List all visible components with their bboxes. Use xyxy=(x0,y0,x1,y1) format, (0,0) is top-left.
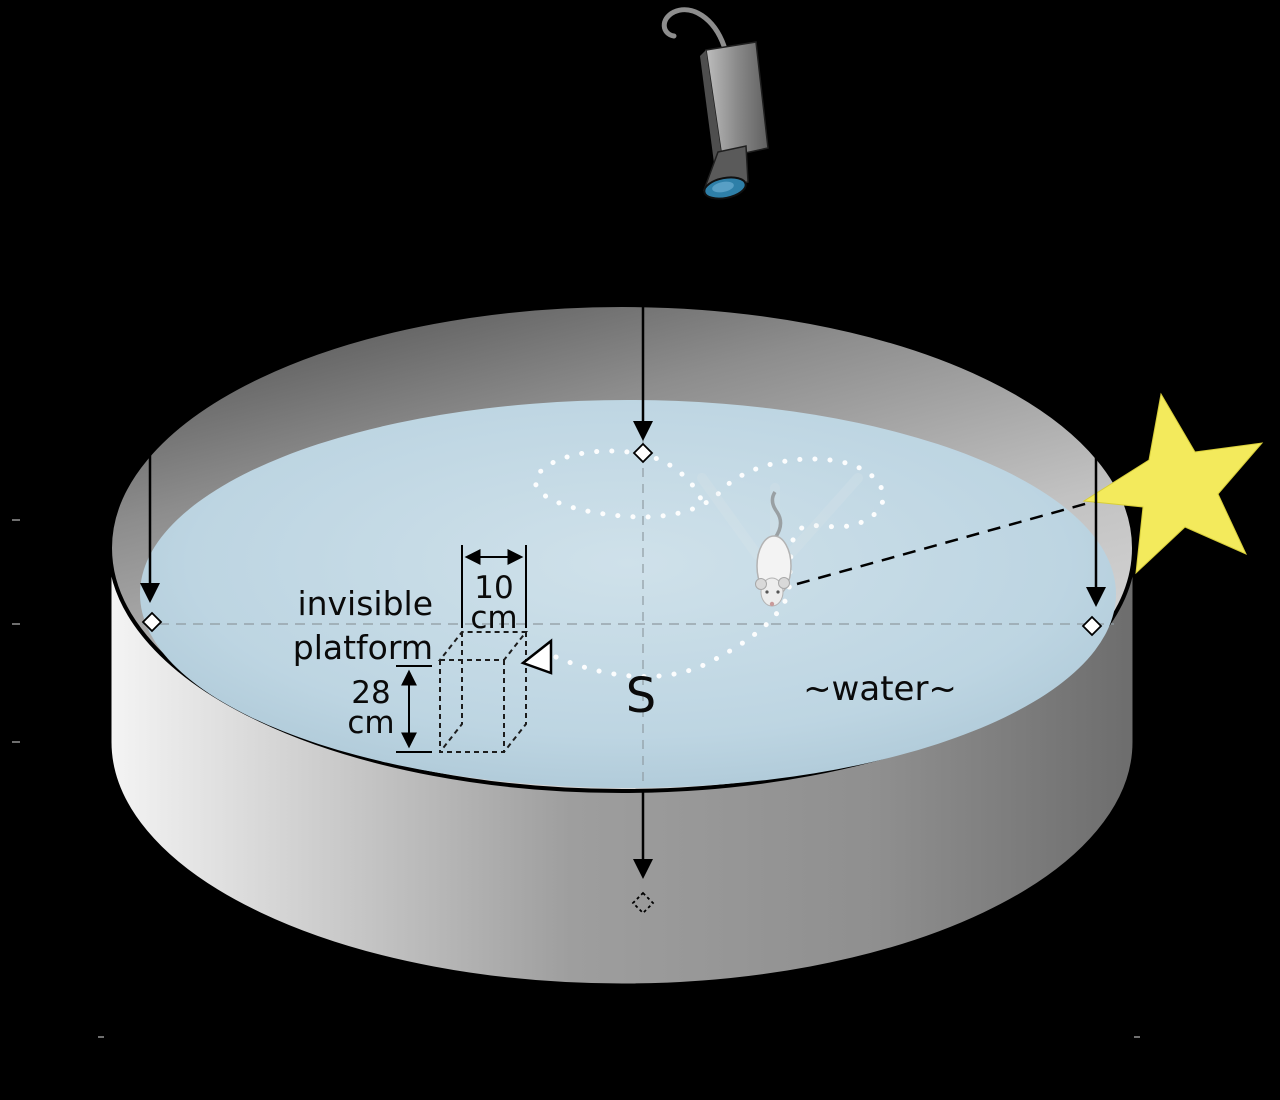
water-label: ~water~ xyxy=(803,669,957,709)
camera-body-edge xyxy=(700,50,722,163)
rat-eye-left xyxy=(765,590,769,594)
platform-label: invisible platform xyxy=(293,584,433,667)
pool xyxy=(108,303,1136,987)
crosshair-lines xyxy=(142,404,1114,786)
rat-eye-right xyxy=(776,590,780,594)
rat-ear-right xyxy=(778,577,790,589)
release-point-markers xyxy=(141,442,1103,915)
platform-width-value: 10 xyxy=(474,570,513,606)
rat-ear-left xyxy=(755,578,767,590)
sight-line xyxy=(796,481,1149,586)
camera-body xyxy=(705,41,769,159)
video-camera-icon xyxy=(661,7,769,200)
west-marker xyxy=(141,611,163,633)
edge-tick-marks xyxy=(12,519,1140,1038)
platform-depth-value: 28 xyxy=(351,675,390,711)
star-cue-icon xyxy=(1082,392,1264,575)
camera-cable xyxy=(661,7,727,49)
rat-icon xyxy=(697,473,863,607)
north-marker xyxy=(632,442,654,464)
platform-depth-dimension: 28 cm xyxy=(347,665,432,753)
platform-label-line2: platform xyxy=(293,628,433,667)
platform-depth-unit: cm xyxy=(347,705,394,741)
rat-tail xyxy=(770,491,783,540)
triangle-marker-icon xyxy=(520,638,553,675)
water-surface xyxy=(140,400,1116,788)
camera-lens-highlight xyxy=(712,181,734,193)
platform-width-unit: cm xyxy=(470,600,517,636)
platform-label-line1: invisible xyxy=(297,584,433,623)
start-point-label: S xyxy=(626,668,656,724)
east-marker xyxy=(1081,615,1103,637)
rat-nose xyxy=(769,601,775,607)
platform-width-dimension: 10 cm xyxy=(461,545,527,636)
release-point-arrows xyxy=(140,307,1106,879)
